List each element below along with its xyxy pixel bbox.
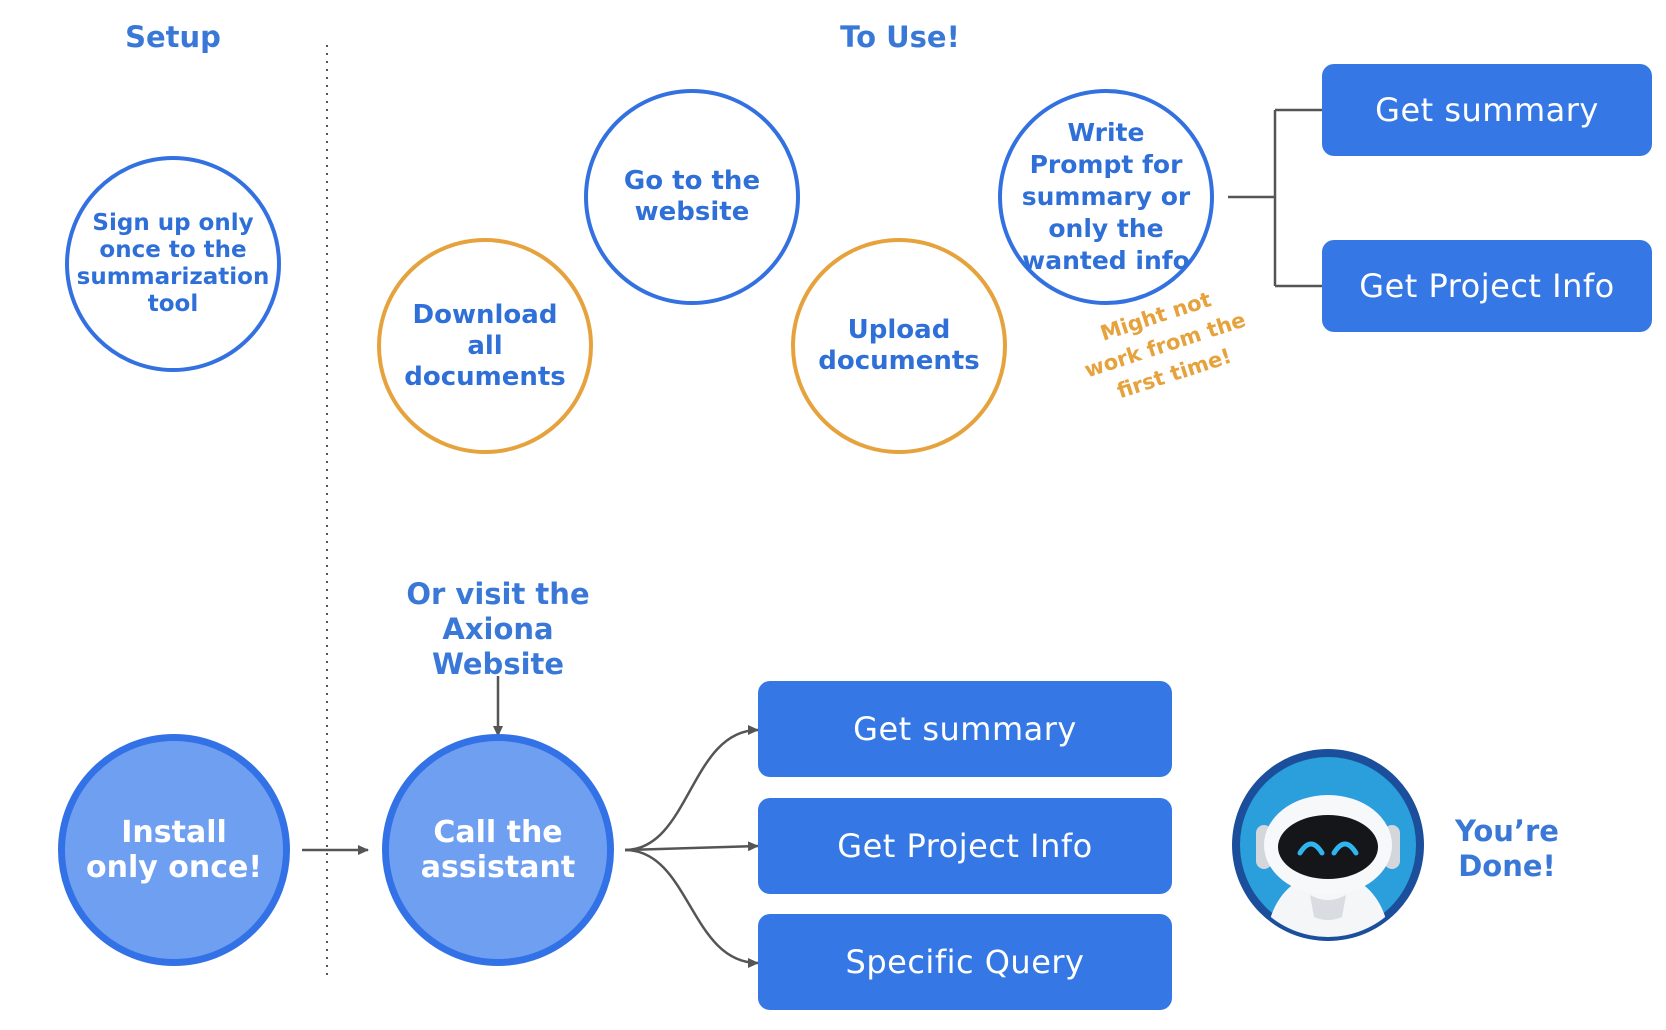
top-get-project-info-button[interactable]: Get Project Info [1322,240,1652,332]
write-prompt-label: Write Prompt for summary or only the wan… [1021,118,1191,275]
call-assistant-label: Call the assistant [420,815,576,885]
robot-assistant-icon [1232,749,1424,941]
sign-up-step: Sign up only once to the summarization t… [65,156,281,372]
download-label: Download all documents [404,299,566,392]
call-to-query-arrow [624,848,759,968]
upload-step: Upload documents [791,238,1007,454]
download-step: Download all documents [377,238,593,454]
go-website-step: Go to the website [584,89,800,305]
visit-axiona-label: Or visit the Axiona Website [406,577,590,681]
to-use-heading: To Use! [840,20,960,54]
bottom-get-project-info-button[interactable]: Get Project Info [758,798,1172,894]
install-step: Install only once! [58,734,290,966]
prompt-bracket-connector [1228,108,1322,288]
setup-heading: Setup [125,20,221,54]
call-assistant-step: Call the assistant [382,734,614,966]
specific-query-button[interactable]: Specific Query [758,914,1172,1010]
done-label: You’re Done! [1455,814,1559,883]
call-to-summary-arrow [624,725,759,852]
bottom-get-summary-button[interactable]: Get summary [758,681,1172,777]
go-website-label: Go to the website [623,166,761,227]
top-get-summary-button[interactable]: Get summary [1322,64,1652,156]
write-prompt-step: Write Prompt for summary or only the wan… [998,89,1214,305]
upload-label: Upload documents [818,315,980,376]
sign-up-label: Sign up only once to the summarization t… [76,210,270,317]
install-label: Install only once! [85,815,263,885]
call-to-project-arrow [624,841,759,852]
